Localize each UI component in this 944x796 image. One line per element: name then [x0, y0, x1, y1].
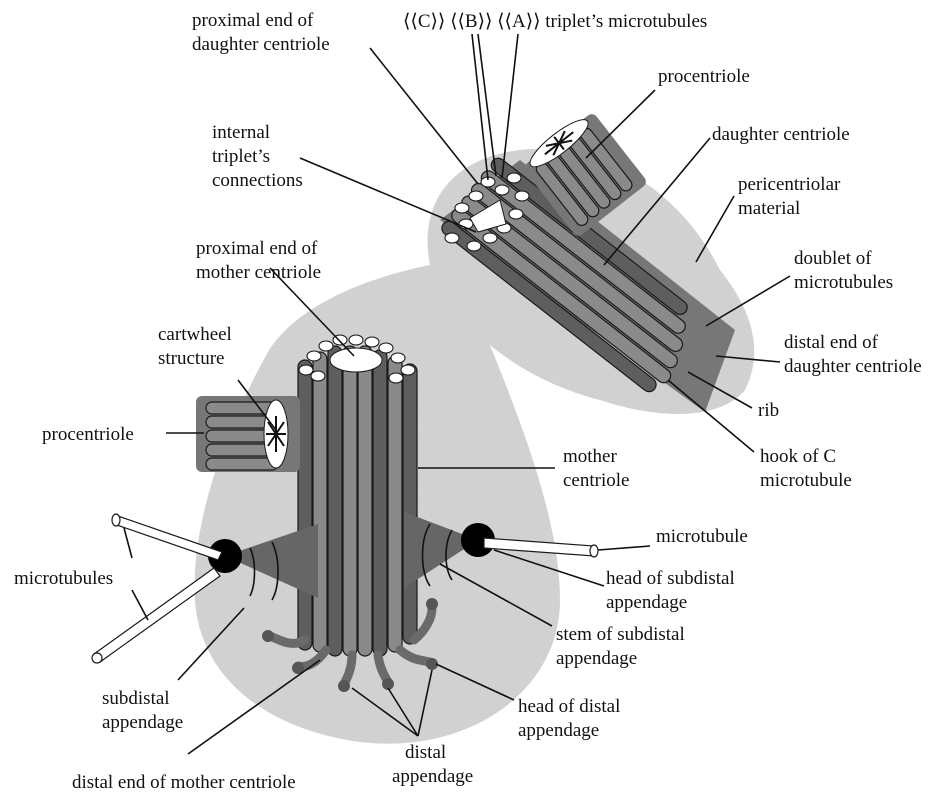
- label-stem-subdistal: stem of subdistal: [556, 624, 685, 645]
- label-head-distal: head of distal: [518, 696, 620, 717]
- label-head-subdistal: head of subdistal: [606, 568, 735, 589]
- label-proximal-daughter: daughter centriole: [192, 34, 330, 55]
- label-hook-c: microtubule: [760, 470, 852, 491]
- label-microtubule: microtubule: [656, 526, 748, 547]
- label-distal-end-mother: distal end of mother centriole: [72, 772, 296, 793]
- label-internal-connections: connections: [212, 170, 303, 191]
- label-mother-centriole: mother: [563, 446, 617, 467]
- label-cartwheel: cartwheel: [158, 324, 232, 345]
- label-microtubules: microtubules: [14, 568, 113, 589]
- label-daughter-centriole: daughter centriole: [712, 124, 850, 145]
- label-distal-daughter: distal end of: [784, 332, 879, 353]
- label-internal-connections: triplet’s: [212, 146, 270, 167]
- label-head-subdistal: appendage: [606, 592, 687, 613]
- label-hook-c: hook of C: [760, 446, 836, 467]
- label-distal-appendage: appendage: [392, 766, 473, 787]
- label-doublet: doublet of: [794, 248, 872, 269]
- label-mother-centriole: centriole: [563, 470, 629, 491]
- label-procentriole-left: procentriole: [42, 424, 134, 445]
- label-stem-subdistal: appendage: [556, 648, 637, 669]
- label-head-distal: appendage: [518, 720, 599, 741]
- label-triplet-microtubules: ⟨⟨C⟩⟩ ⟨⟨B⟩⟩ ⟨⟨A⟩⟩ triplet’s microtubules: [403, 11, 707, 32]
- label-distal-appendage: distal: [405, 742, 446, 763]
- label-subdistal-appendage: appendage: [102, 712, 183, 733]
- label-internal-connections: internal: [212, 122, 270, 143]
- label-proximal-mother: proximal end of: [196, 238, 318, 259]
- label-procentriole-top: procentriole: [658, 66, 750, 87]
- label-pericentriolar-material: material: [738, 198, 800, 219]
- label-rib: rib: [758, 400, 779, 421]
- label-cartwheel: structure: [158, 348, 224, 369]
- procentriole-left: [196, 396, 300, 472]
- label-proximal-mother: mother centriole: [196, 262, 321, 283]
- label-proximal-daughter: proximal end of: [192, 10, 314, 31]
- label-distal-daughter: daughter centriole: [784, 356, 922, 377]
- label-doublet: microtubules: [794, 272, 893, 293]
- label-pericentriolar-material: pericentriolar: [738, 174, 841, 195]
- label-subdistal-appendage: subdistal: [102, 688, 170, 709]
